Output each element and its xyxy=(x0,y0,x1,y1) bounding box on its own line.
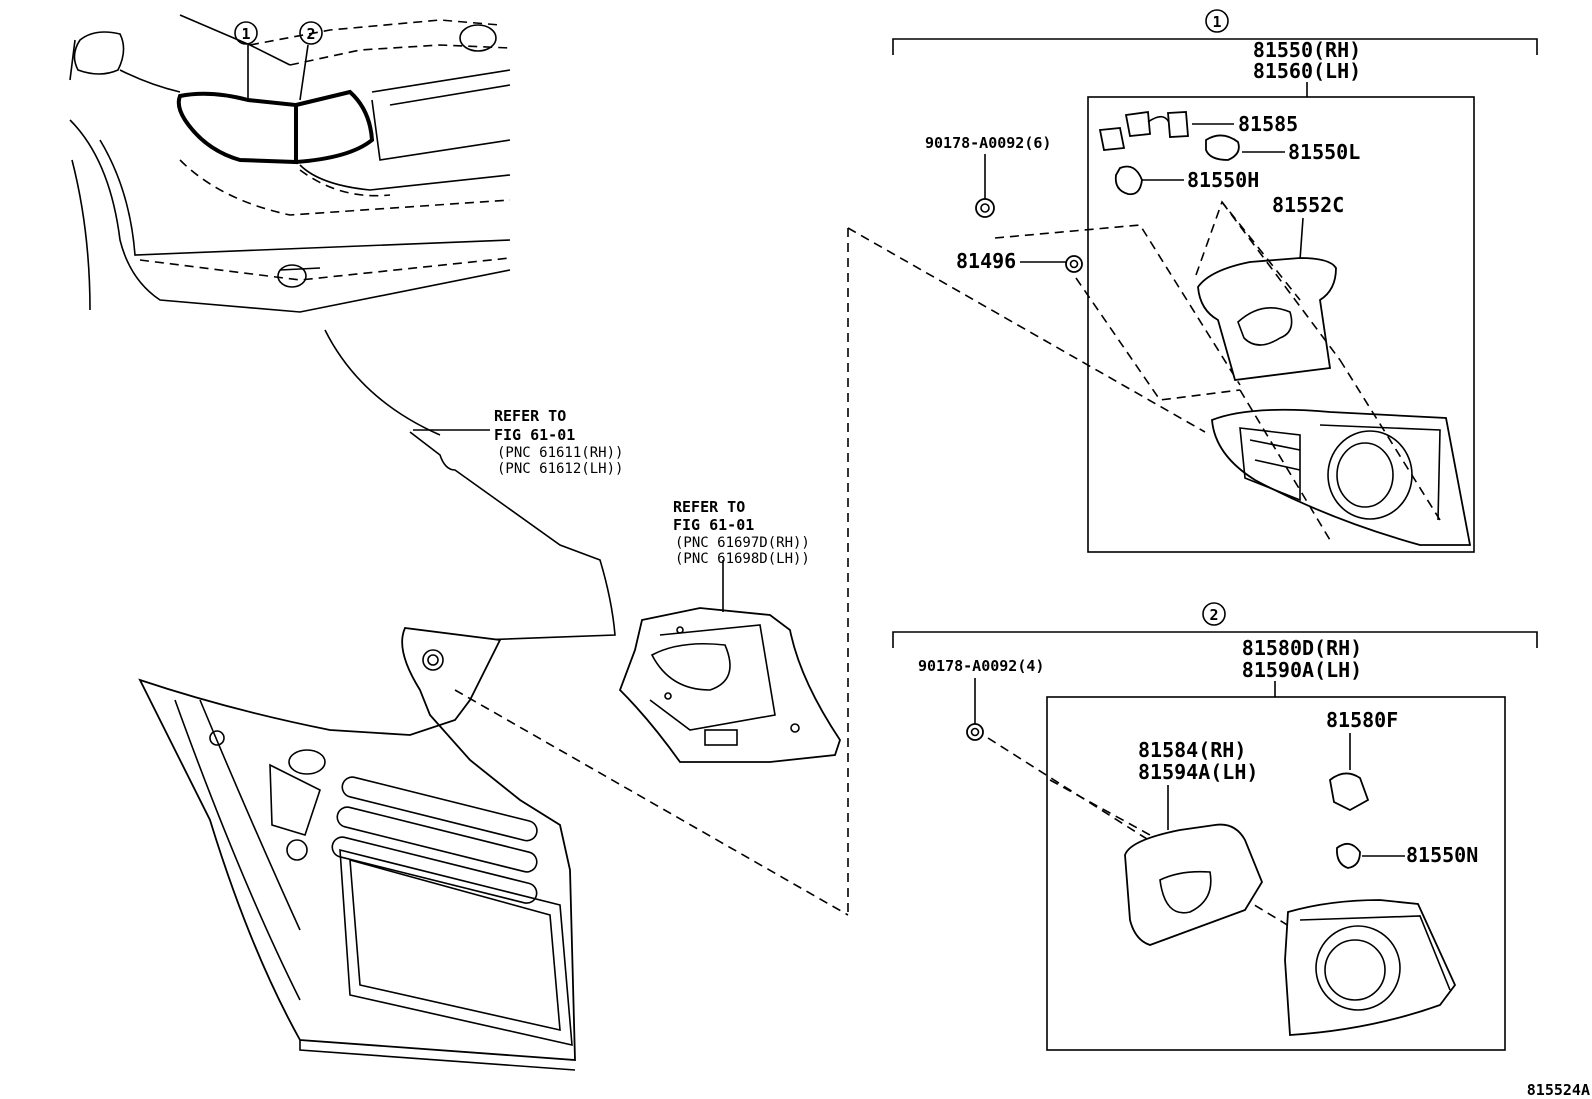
svg-text:REFER TO: REFER TO xyxy=(494,407,566,425)
quarter-panel-illustration xyxy=(138,431,616,1071)
screw-90178-a0092-4: 90178-A0092(4) xyxy=(918,657,1044,675)
assy-81550-rh: 81550(RH) xyxy=(1253,38,1361,62)
refer-fig-61-01-bracket: REFER TO FIG 61-01 (PNC 61697D(RH)) (PNC… xyxy=(673,498,810,612)
callout-1-left: 1 xyxy=(234,21,258,45)
svg-text:FIG 61-01: FIG 61-01 xyxy=(494,426,575,444)
assy-81580d-rh: 81580D(RH) xyxy=(1242,636,1362,660)
callout-2-left: 2 xyxy=(299,21,323,45)
socket-81585: 81585 xyxy=(1238,112,1298,136)
svg-text:(PNC 61697D(RH)): (PNC 61697D(RH)) xyxy=(675,535,810,551)
socket-81580f: 81580F xyxy=(1326,708,1398,732)
assy-81590a-lh: 81590A(LH) xyxy=(1242,658,1362,682)
outer-lamp-outline xyxy=(176,91,298,165)
gasket-81594a-lh: 81594A(LH) xyxy=(1138,760,1258,784)
group-2-callout: 2 xyxy=(1209,606,1218,624)
assy-81560-lh: 81560(LH) xyxy=(1253,59,1361,83)
bulb-81550n: 81550N xyxy=(1406,843,1478,867)
svg-text:(PNC 61611(RH)): (PNC 61611(RH)) xyxy=(497,445,623,461)
clip-81496: 81496 xyxy=(956,249,1016,273)
screw-90178-a0092-6: 90178-A0092(6) xyxy=(925,134,1051,152)
group-1-callout: 1 xyxy=(1212,13,1221,31)
inner-lamp-outline xyxy=(295,89,375,164)
group-1-outer-lamp: 1 81550(RH) 81560(LH) 90178-A0092(6) 814… xyxy=(892,9,1538,553)
bracket-illustration xyxy=(618,607,841,763)
gasket-81552c: 81552C xyxy=(1272,193,1344,217)
svg-text:FIG 61-01: FIG 61-01 xyxy=(673,516,754,534)
figure-id: 815524A xyxy=(1527,1081,1590,1099)
svg-text:(PNC 61698D(LH)): (PNC 61698D(LH)) xyxy=(675,551,810,567)
car-rear-illustration xyxy=(69,14,511,436)
group-2-inner-lamp: 2 81580D(RH) 81590A(LH) 90178-A0092(4) 8… xyxy=(892,602,1538,1051)
refer-fig-61-01-panel: REFER TO FIG 61-01 (PNC 61611(RH)) (PNC … xyxy=(413,407,623,477)
gasket-81584-rh: 81584(RH) xyxy=(1138,738,1246,762)
bulb-81550l: 81550L xyxy=(1288,140,1360,164)
bulb-81550h: 81550H xyxy=(1187,168,1259,192)
svg-text:(PNC 61612(LH)): (PNC 61612(LH)) xyxy=(497,461,623,477)
svg-text:REFER TO: REFER TO xyxy=(673,498,745,516)
svg-text:2: 2 xyxy=(306,25,315,43)
svg-text:1: 1 xyxy=(241,25,250,43)
